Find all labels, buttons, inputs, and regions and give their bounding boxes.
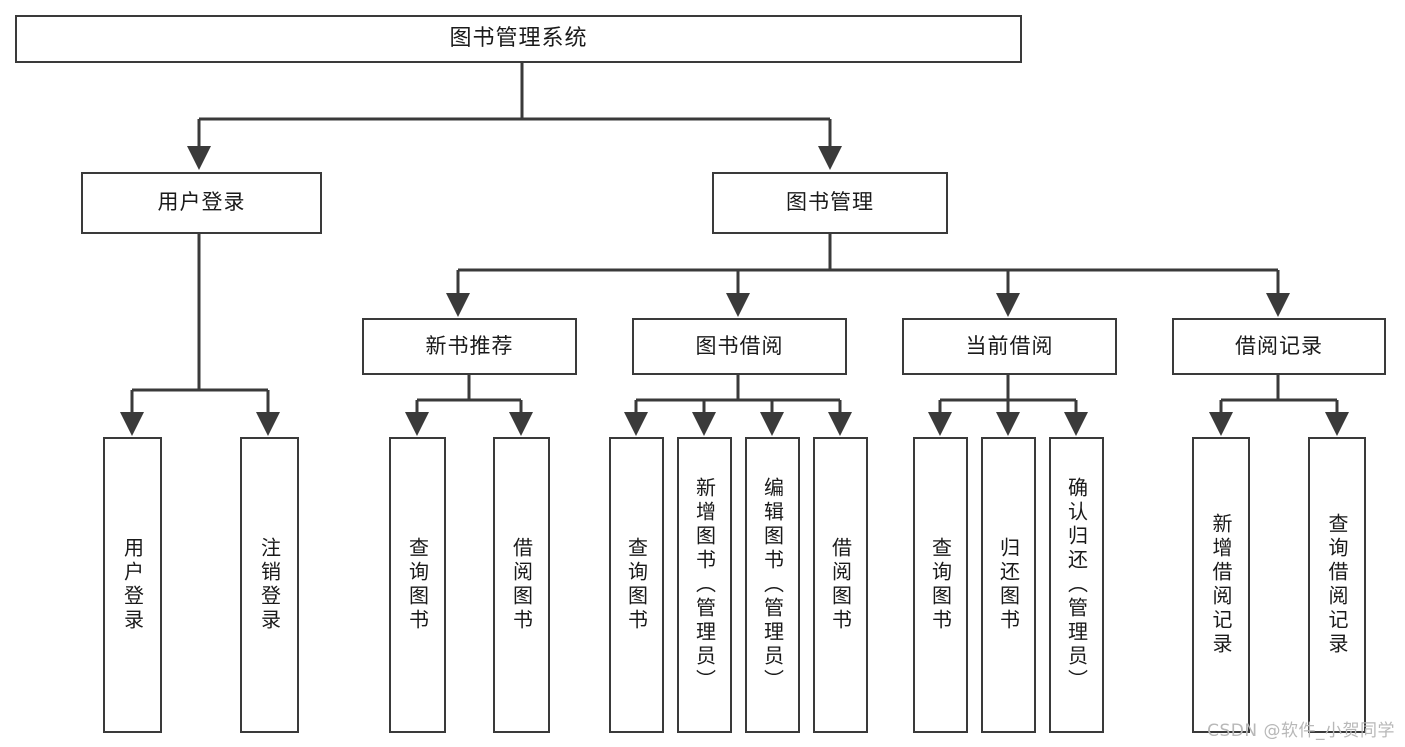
leaf-user-login-signout[interactable]: 注销登录	[240, 437, 299, 733]
leaf-current-borrow-query[interactable]: 查询图书	[913, 437, 968, 733]
node-label: 借阅图书	[828, 537, 853, 633]
leaf-borrow-record-query[interactable]: 查询借阅记录	[1308, 437, 1366, 733]
leaf-book-borrow-edit[interactable]: 编辑图书（管理员）	[745, 437, 800, 733]
leaf-current-borrow-return[interactable]: 归还图书	[981, 437, 1036, 733]
node-book-management[interactable]: 图书管理	[712, 172, 948, 234]
node-label: 用户登录	[120, 537, 145, 633]
node-label: 图书借阅	[695, 333, 784, 358]
node-label: 查询图书	[405, 537, 430, 633]
node-user-login[interactable]: 用户登录	[81, 172, 322, 234]
node-label: 用户登录	[157, 190, 246, 215]
node-label: 注销登录	[257, 537, 282, 633]
node-book-borrow[interactable]: 图书借阅	[632, 318, 847, 375]
node-label: 编辑图书（管理员）	[760, 477, 785, 693]
leaf-book-borrow-lend[interactable]: 借阅图书	[813, 437, 868, 733]
leaf-new-book-borrow[interactable]: 借阅图书	[493, 437, 550, 733]
leaf-new-book-query[interactable]: 查询图书	[389, 437, 446, 733]
node-label: 确认归还（管理员）	[1064, 477, 1089, 693]
node-label: 新书推荐	[425, 333, 514, 358]
node-current-borrow[interactable]: 当前借阅	[902, 318, 1117, 375]
node-label: 借阅记录	[1235, 333, 1323, 358]
node-new-book-recommend[interactable]: 新书推荐	[362, 318, 577, 375]
node-label: 查询图书	[928, 537, 953, 633]
node-root-system[interactable]: 图书管理系统	[15, 15, 1022, 63]
leaf-borrow-record-add[interactable]: 新增借阅记录	[1192, 437, 1250, 733]
leaf-book-borrow-add[interactable]: 新增图书（管理员）	[677, 437, 732, 733]
node-label: 借阅图书	[509, 537, 534, 633]
node-label: 新增图书（管理员）	[692, 477, 717, 693]
node-borrow-record[interactable]: 借阅记录	[1172, 318, 1386, 375]
node-label: 当前借阅	[965, 333, 1054, 358]
node-label: 查询图书	[624, 537, 649, 633]
leaf-book-borrow-query[interactable]: 查询图书	[609, 437, 664, 733]
node-label: 图书管理系统	[449, 25, 588, 51]
node-label: 归还图书	[996, 537, 1021, 633]
leaf-user-login-signin[interactable]: 用户登录	[103, 437, 162, 733]
node-label: 新增借阅记录	[1209, 513, 1233, 657]
node-label: 图书管理	[786, 190, 874, 215]
node-label: 查询借阅记录	[1325, 513, 1349, 657]
leaf-current-borrow-confirm-return[interactable]: 确认归还（管理员）	[1049, 437, 1104, 733]
